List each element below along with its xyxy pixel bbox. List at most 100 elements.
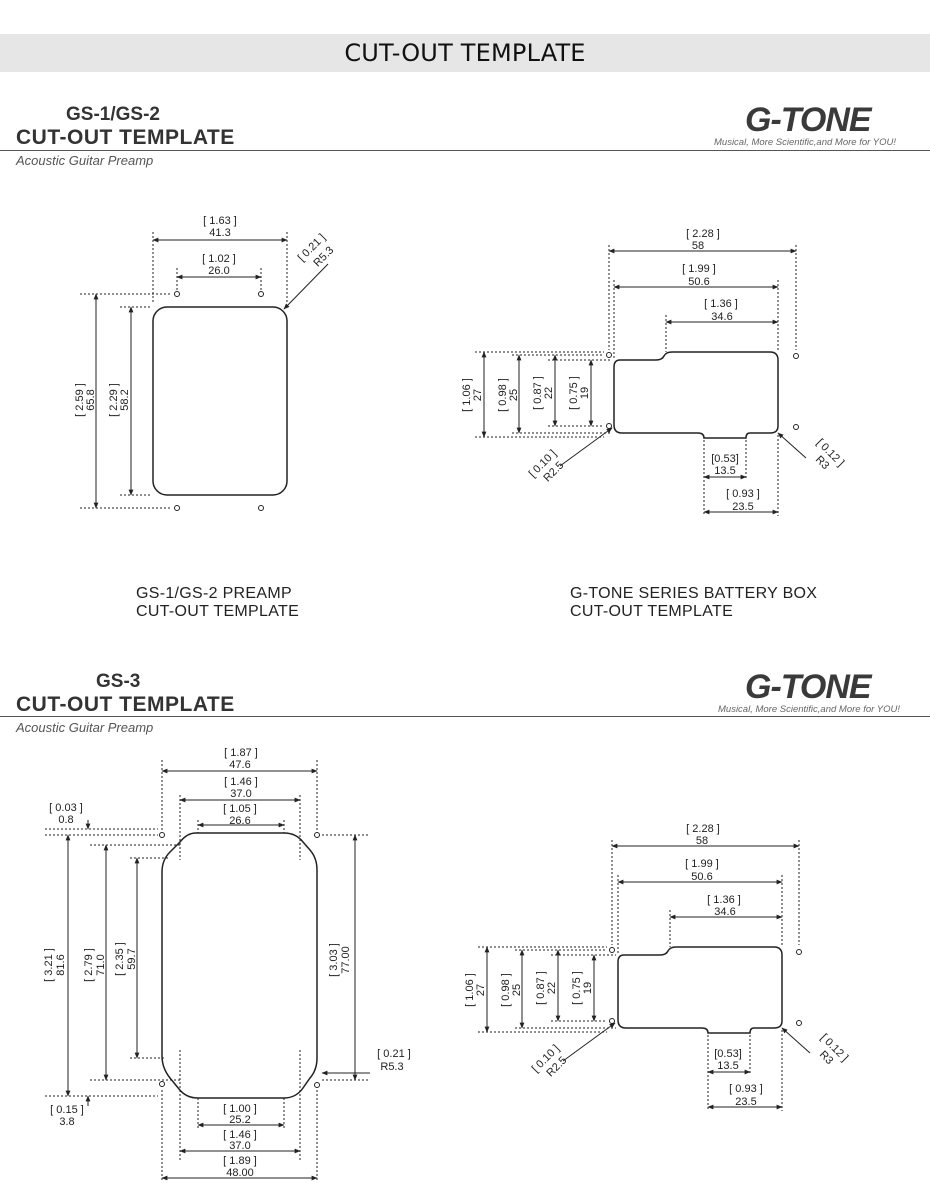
gs3-radius-mm: R5.3 — [380, 1061, 403, 1073]
gs3-bot2-inch: [ 1.46 ] — [223, 1129, 257, 1141]
section1-rule — [0, 150, 930, 151]
gs3-small-top-inch: [ 0.03 ] — [49, 802, 83, 814]
battery2-h1-inch: [ 1.06 ] — [464, 973, 476, 1007]
battery-cutout-outline — [613, 351, 779, 439]
gs3-h1-inch: [ 3.21 ] — [43, 948, 55, 982]
banner: CUT-OUT TEMPLATE — [0, 34, 930, 72]
gs3-preamp-template — [45, 760, 370, 1181]
battery1-w2-mm: 50.6 — [688, 276, 709, 288]
gs3-radius-inch: [ 0.21 ] — [377, 1048, 411, 1060]
battery1-w1-inch: [ 2.28 ] — [686, 228, 720, 240]
gs1-height-outer-mm: 65.8 — [85, 389, 97, 410]
battery1-tab-inch: [0.53] — [711, 453, 739, 465]
section1-header: GS-1/GS-2 CUT-OUT TEMPLATE Acoustic Guit… — [0, 100, 930, 175]
battery2-h3-inch: [ 0.87 ] — [535, 971, 547, 1005]
section2-rule — [0, 716, 930, 717]
gs3-top2-inch: [ 1.46 ] — [224, 776, 258, 788]
gs3-top2-mm: 37.0 — [230, 788, 251, 800]
gs3-small-bottom-inch: [ 0.15 ] — [50, 1104, 84, 1116]
section2-model: GS-3 — [96, 671, 141, 692]
battery1-h2-inch: [ 0.98 ] — [497, 378, 509, 412]
preamp-caption-line2: CUT-OUT TEMPLATE — [136, 603, 300, 620]
gs1-width-inner-mm: 26.0 — [208, 265, 229, 277]
gs1-width-outer-mm: 41.3 — [209, 227, 230, 239]
gs3-top1-inch: [ 1.87 ] — [224, 747, 258, 759]
gs3-top3-mm: 26.6 — [229, 815, 250, 827]
section1-title: CUT-OUT TEMPLATE — [16, 126, 235, 149]
battery-caption: G-TONE SERIES BATTERY BOX CUT-OUT TEMPLA… — [570, 585, 817, 621]
battery2-w1-inch: [ 2.28 ] — [686, 823, 720, 835]
battery2-tab-inch: [0.53] — [714, 1048, 742, 1060]
gs3-h3-inch: [ 2.35 ] — [114, 942, 126, 976]
brand-logo: G-TONE — [745, 101, 872, 139]
gs3-right-mm: 77.00 — [340, 946, 352, 974]
battery-template-2 — [478, 840, 811, 1111]
gs3-h2-mm: 71.0 — [95, 954, 107, 975]
battery1-h4-inch: [ 0.75 ] — [568, 376, 580, 410]
battery1-h3-inch: [ 0.87 ] — [532, 376, 544, 410]
battery1-h4-mm: 19 — [579, 387, 591, 399]
gs1-height-outer-inch: [ 2.59 ] — [74, 383, 86, 417]
section2-header: GS-3 CUT-OUT TEMPLATE Acoustic Guitar Pr… — [0, 667, 930, 742]
section1-model: GS-1/GS-2 — [66, 104, 160, 125]
gs3-bot3-inch: [ 1.89 ] — [223, 1155, 257, 1167]
gs1-height-inner-inch: [ 2.29 ] — [108, 383, 120, 417]
battery1-w2-inch: [ 1.99 ] — [682, 263, 716, 275]
gs3-bot1-inch: [ 1.00 ] — [223, 1103, 257, 1115]
brand-tagline: Musical, More Scientific,and More for YO… — [718, 704, 900, 715]
battery1-bottom-inch: [ 0.93 ] — [726, 488, 760, 500]
banner-title: CUT-OUT TEMPLATE — [344, 39, 586, 67]
battery1-h2-mm: 25 — [508, 389, 520, 401]
battery1-bottom-mm: 23.5 — [732, 501, 753, 513]
preamp-caption-line1: GS-1/GS-2 PREAMP — [136, 585, 292, 602]
gs3-top1-mm: 47.6 — [229, 759, 250, 771]
gs3-top3-inch: [ 1.05 ] — [223, 803, 257, 815]
section1-subtitle: Acoustic Guitar Preamp — [16, 153, 154, 168]
battery2-w1-mm: 58 — [696, 835, 708, 847]
battery2-tab-mm: 13.5 — [717, 1060, 738, 1072]
gs1-height-inner-mm: 58.2 — [119, 389, 131, 410]
gs3-small-top-mm: 0.8 — [58, 814, 73, 826]
battery2-w3-mm: 34.6 — [714, 906, 735, 918]
battery1-tab-mm: 13.5 — [714, 465, 735, 477]
battery-caption-line2: CUT-OUT TEMPLATE — [570, 603, 734, 620]
gs3-h1-mm: 81.6 — [55, 954, 67, 975]
gs1-preamp-template — [80, 232, 329, 511]
battery1-w3-inch: [ 1.36 ] — [704, 298, 738, 310]
battery1-h1-mm: 27 — [472, 389, 484, 401]
gs3-h3-mm: 59.7 — [126, 948, 138, 969]
gs1-width-outer-inch: [ 1.63 ] — [203, 215, 237, 227]
battery2-bottom-mm: 23.5 — [735, 1096, 756, 1108]
battery-template-1 — [475, 245, 807, 516]
preamp-caption: GS-1/GS-2 PREAMP CUT-OUT TEMPLATE — [136, 585, 299, 621]
battery-caption-line1: G-TONE SERIES BATTERY BOX — [570, 585, 818, 602]
section2-subtitle: Acoustic Guitar Preamp — [16, 720, 154, 735]
battery2-w2-mm: 50.6 — [691, 871, 712, 883]
battery1-h1-inch: [ 1.06 ] — [461, 378, 473, 412]
battery2-bottom-inch: [ 0.93 ] — [729, 1083, 763, 1095]
gs3-bot2-mm: 37.0 — [229, 1140, 250, 1152]
brand-tagline: Musical, More Scientific,and More for YO… — [714, 137, 896, 148]
gs3-bot3-mm: 48.00 — [226, 1167, 254, 1179]
gs3-small-bottom-mm: 3.8 — [59, 1116, 74, 1128]
gs3-cutout-outline — [161, 832, 318, 1099]
gs3-bot1-mm: 25.2 — [229, 1114, 250, 1126]
battery1-h3-mm: 22 — [543, 387, 555, 399]
section2-title: CUT-OUT TEMPLATE — [16, 693, 235, 716]
brand-logo: G-TONE — [745, 668, 872, 706]
battery2-h2-mm: 25 — [511, 984, 523, 996]
battery2-w3-inch: [ 1.36 ] — [707, 894, 741, 906]
gs1-width-inner-inch: [ 1.02 ] — [202, 253, 236, 265]
battery1-w3-mm: 34.6 — [711, 311, 732, 323]
battery2-h2-inch: [ 0.98 ] — [500, 973, 512, 1007]
battery-cutout-outline — [617, 946, 783, 1034]
gs3-h2-inch: [ 2.79 ] — [83, 948, 95, 982]
battery2-h1-mm: 27 — [475, 984, 487, 996]
battery2-h4-inch: [ 0.75 ] — [571, 971, 583, 1005]
battery1-w1-mm: 58 — [692, 240, 704, 252]
battery2-h3-mm: 22 — [546, 982, 558, 994]
gs1-cutout-outline — [152, 306, 288, 496]
battery2-h4-mm: 19 — [582, 982, 594, 994]
battery2-w2-inch: [ 1.99 ] — [685, 858, 719, 870]
